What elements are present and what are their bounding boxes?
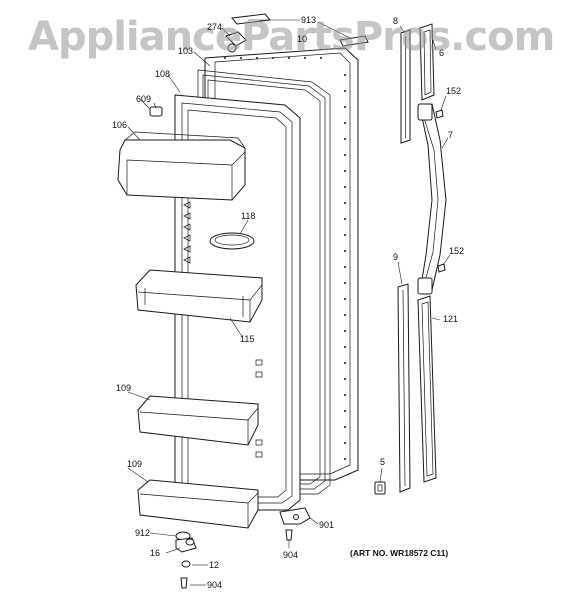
panel-screw-dot xyxy=(344,282,346,284)
panel-screw-dot xyxy=(344,410,346,412)
liner-rib xyxy=(183,223,191,231)
handle-trim-9 xyxy=(397,283,411,493)
dairy-compartment xyxy=(117,131,246,201)
panel-screw-dot xyxy=(344,122,346,124)
callout-913: 913 xyxy=(301,15,317,25)
art-number-label: (ART NO. WR18572 C11) xyxy=(350,548,449,558)
panel-screw-dot xyxy=(344,266,346,268)
panel-screw-dot xyxy=(344,234,346,236)
panel-screw-dot xyxy=(344,138,346,140)
panel-screw-dot xyxy=(344,458,346,460)
callout-109-upper: 109 xyxy=(116,383,132,393)
liner-bin-support xyxy=(255,371,263,378)
panel-screw-dot xyxy=(344,346,346,348)
leader-lines xyxy=(127,19,451,586)
liner-bin-support xyxy=(255,359,263,366)
part-274-hinge-cap xyxy=(225,31,247,53)
handle-cap-121 xyxy=(417,295,437,483)
callout-7: 7 xyxy=(448,130,454,140)
panel-screw-dot xyxy=(304,57,306,59)
panel-screw-dot xyxy=(344,426,346,428)
panel-screw-dot xyxy=(344,314,346,316)
callout-152-upper: 152 xyxy=(446,86,462,96)
callout-109-lower: 109 xyxy=(127,459,143,469)
callout-274: 274 xyxy=(207,22,223,32)
screw-152-upper xyxy=(435,109,444,119)
part-5-clip xyxy=(374,481,386,495)
liner-rib xyxy=(183,201,191,209)
handle-cap-6 xyxy=(419,23,435,101)
liner-rib xyxy=(183,212,191,220)
liner-bin-support xyxy=(255,439,263,446)
panel-screw-dot xyxy=(344,330,346,332)
part-913-shim xyxy=(231,13,369,47)
callout-8: 8 xyxy=(393,16,399,26)
callout-16: 16 xyxy=(150,548,161,558)
callout-12: 12 xyxy=(209,560,220,570)
part-16-hinge xyxy=(175,537,197,553)
panel-screw-dot xyxy=(320,57,322,59)
panel-screw-dot xyxy=(224,57,226,59)
panel-screw-dot xyxy=(344,394,346,396)
panel-screw-dot xyxy=(344,186,346,188)
panel-screw-dot xyxy=(344,362,346,364)
handle-7 xyxy=(417,103,447,295)
panel-screw-dot xyxy=(344,378,346,380)
panel-screw-dot xyxy=(256,57,258,59)
panel-screw-dot xyxy=(344,202,346,204)
callout-115: 115 xyxy=(240,334,255,344)
liner-bin-support xyxy=(255,451,263,458)
panel-screw-dot xyxy=(288,57,290,59)
liner-rib xyxy=(183,245,191,253)
screw-152-lower xyxy=(437,263,446,273)
part-12-bushing xyxy=(181,560,191,568)
callout-9: 9 xyxy=(393,252,399,262)
callout-152-lower: 152 xyxy=(449,246,465,256)
callout-103: 103 xyxy=(178,46,194,56)
panel-screw-dot xyxy=(344,154,346,156)
panel-screw-dot xyxy=(344,218,346,220)
panel-screw-dot xyxy=(272,57,274,59)
callout-609: 609 xyxy=(136,94,152,104)
callout-912: 912 xyxy=(135,528,151,538)
callout-901: 901 xyxy=(319,520,335,530)
callout-10: 10 xyxy=(297,34,308,44)
callout-106: 106 xyxy=(112,120,128,130)
callout-904-lower: 904 xyxy=(207,580,223,590)
callout-121: 121 xyxy=(443,314,459,324)
door-shelf-bin-109-upper xyxy=(137,395,259,446)
door-shelf-bin-115 xyxy=(135,269,263,323)
panel-screw-dot xyxy=(344,250,346,252)
liner-rib xyxy=(183,256,191,264)
part-904-screw-a xyxy=(285,529,293,541)
liner-rib xyxy=(183,234,191,242)
door-shelf-bin-109-lower xyxy=(137,479,259,529)
panel-screw-dot xyxy=(344,170,346,172)
panel-screw-dot xyxy=(344,90,346,92)
panel-screw-dot xyxy=(240,57,242,59)
part-609-clip xyxy=(149,102,163,117)
callout-5: 5 xyxy=(380,457,386,467)
panel-screw-dot xyxy=(344,442,346,444)
egg-tray xyxy=(209,232,255,250)
callout-108: 108 xyxy=(155,69,171,79)
part-904-screw-b xyxy=(180,577,188,589)
part-901-cover xyxy=(279,507,311,525)
panel-screw-dot xyxy=(344,106,346,108)
callout-6: 6 xyxy=(439,48,445,58)
callout-118: 118 xyxy=(241,211,256,221)
callout-904-upper: 904 xyxy=(283,550,299,560)
panel-screw-dot xyxy=(344,74,346,76)
panel-screw-dot xyxy=(344,298,346,300)
handle-trim-8 xyxy=(400,29,411,144)
